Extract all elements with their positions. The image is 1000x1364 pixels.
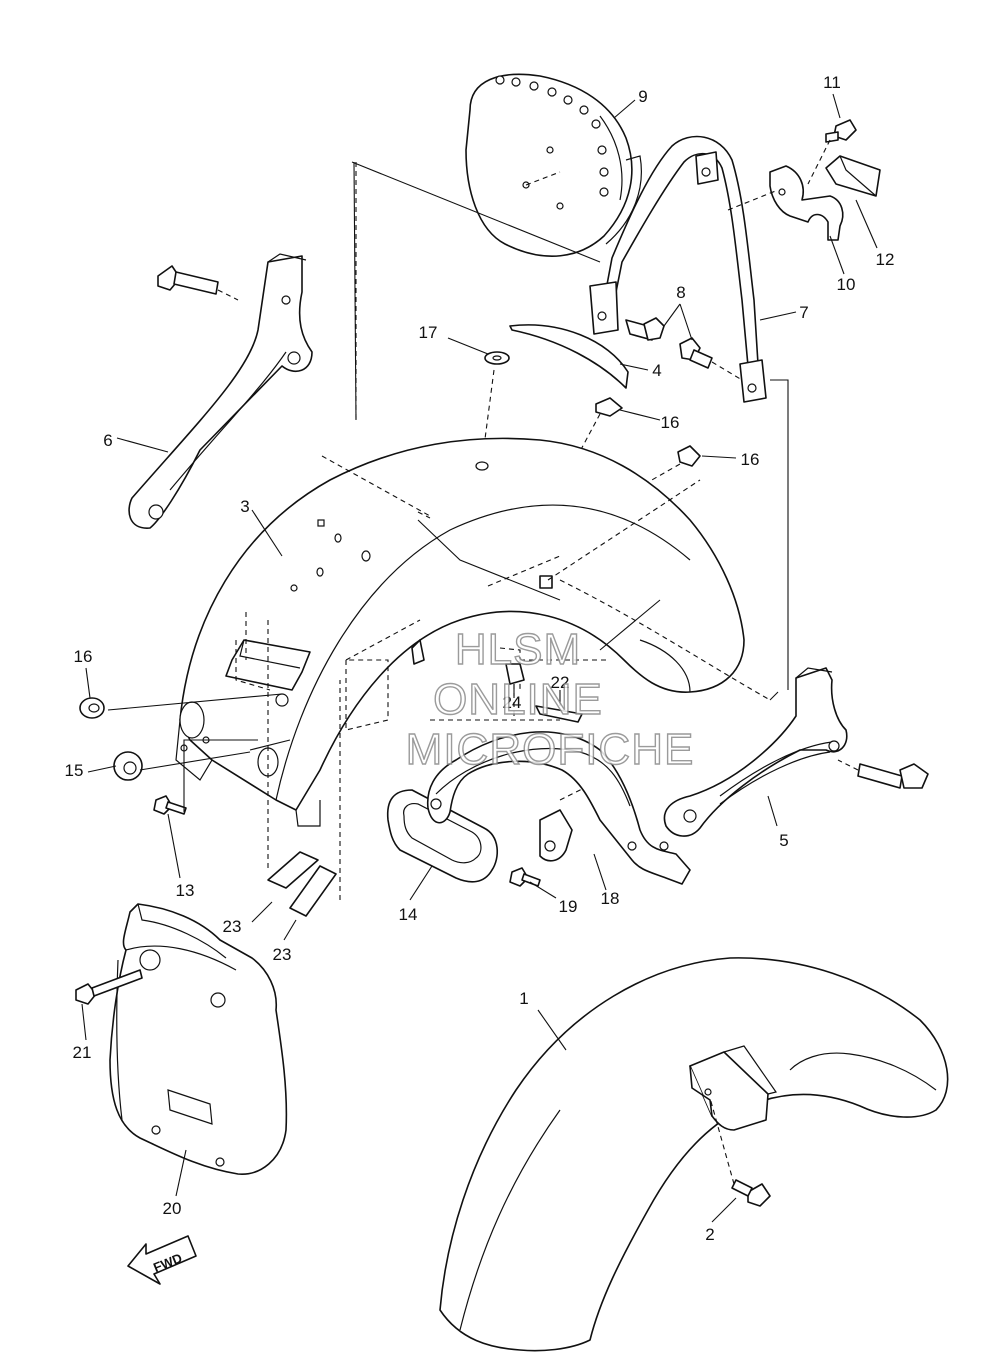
front-fender (439, 957, 949, 1352)
rubber-pad-12 (825, 155, 881, 197)
grommet-16c (79, 697, 105, 719)
part-number-label: 22 (551, 673, 570, 692)
part-number-label: 23 (273, 945, 292, 964)
part-number-label: 5 (779, 831, 788, 850)
part-number-label: 12 (876, 250, 895, 269)
forward-arrow-icon: FWD (127, 1235, 197, 1285)
part-number-label: 6 (103, 431, 112, 450)
part-number-label: 17 (419, 323, 438, 342)
part-number-label: 3 (240, 497, 249, 516)
screw-13 (153, 795, 187, 815)
part-number-label: 14 (399, 905, 418, 924)
tape-23a (267, 851, 319, 889)
rear-fender (175, 437, 745, 827)
washer-17 (481, 351, 510, 463)
side-cover-20 (109, 903, 288, 1175)
part-number-label: 16 (661, 413, 680, 432)
part-number-label: 1 (519, 989, 528, 1008)
part-number-label: 19 (559, 897, 578, 916)
bolt-8b (679, 337, 743, 381)
part-number-label: 13 (176, 881, 195, 900)
watermark-line-1: HLSM (455, 625, 581, 674)
assembly-lines (235, 161, 779, 900)
right-rail-5 (663, 379, 848, 837)
grommet-15 (113, 751, 143, 781)
part-number-label: 11 (823, 73, 841, 92)
part-number-label: 2 (705, 1225, 714, 1244)
part-number-label: 23 (223, 917, 242, 936)
garnish-strip (509, 324, 629, 389)
screw-19 (509, 867, 541, 887)
backrest-frame (589, 135, 767, 403)
part-number-label: 9 (638, 87, 647, 106)
backrest-pad (465, 73, 642, 257)
part-number-labels: 1 2 3 4 5 6 7 8 9 10 11 12 13 14 15 16 1… (65, 73, 895, 1244)
grommet-16a (569, 397, 623, 471)
part-number-label: 16 (74, 647, 93, 666)
part-number-label: 18 (601, 889, 620, 908)
left-rail-6 (128, 253, 313, 529)
part-number-label: 24 (503, 693, 522, 712)
bracket-18 (426, 731, 691, 885)
watermark: HLSM ONLINE MICROFICHE (405, 624, 695, 774)
nut-24 (505, 663, 525, 720)
clip-22 (535, 705, 583, 723)
tape-23b (289, 865, 337, 917)
part-number-label: 15 (65, 761, 84, 780)
bolt-11 (807, 119, 857, 185)
part-number-label: 7 (799, 303, 808, 322)
part-number-label: 16 (741, 450, 760, 469)
part-number-label: 20 (163, 1199, 182, 1218)
watermark-line-2: ONLINE (433, 675, 603, 724)
pad-14 (386, 789, 499, 883)
grommet-16b (605, 445, 701, 507)
screw-21 (75, 969, 143, 1005)
screw-2 (709, 1097, 771, 1207)
leader-lines (81, 93, 878, 1223)
clamp-bracket (727, 165, 844, 241)
bolt-6 (157, 265, 239, 301)
bolt-5 (837, 759, 929, 789)
part-number-label: 10 (837, 275, 856, 294)
part-number-label: 8 (676, 283, 685, 302)
bolt-8a (625, 317, 665, 341)
part-number-label: 4 (652, 361, 661, 380)
watermark-line-3: MICROFICHE (406, 725, 695, 774)
part-number-label: 21 (73, 1043, 92, 1062)
